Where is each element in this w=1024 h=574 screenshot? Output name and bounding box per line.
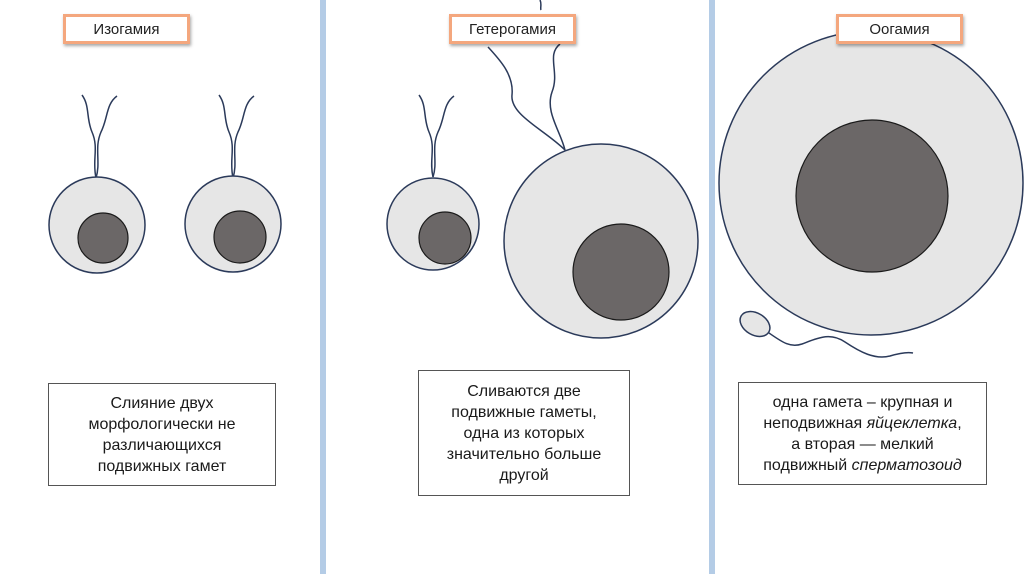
title-oogamy: Оогамия [836,14,963,44]
description-oogamy: одна гамета – крупная и неподвижная яйце… [738,382,987,485]
title-heterogamy: Гетерогамия [449,14,576,44]
flagellum [81,94,97,179]
egg-nucleus [795,119,949,273]
isogamy-gamete-left [48,94,146,274]
flagellum [95,95,118,179]
sperm-tail [768,332,914,358]
divider-right [709,0,715,574]
description-line: подвижных гамет [97,457,227,475]
title-oogamy-label: Оогамия [869,20,930,38]
sperm-head [739,310,771,338]
description-isogamy: Слияние двух морфологически не различающ… [48,383,276,486]
description-line: неподвижная яйцеклетка, [763,413,961,434]
title-heterogamy-label: Гетерогамия [469,20,556,38]
title-isogamy: Изогамия [63,14,190,44]
description-text: подвижный [763,456,852,474]
oogamy-sperm-cell [739,310,914,358]
flagellum [432,95,455,178]
flagellum [418,94,434,178]
description-line: значительно больше [446,445,602,463]
flagellum [487,46,566,151]
description-line: подвижный сперматозоид [763,455,961,476]
heterogamy-large-gamete [487,0,699,339]
heterogamy-small-gamete [386,94,480,271]
nucleus [572,223,670,321]
flagellum [218,94,234,179]
egg-cell-term: яйцеклетка [866,414,958,432]
nucleus [77,212,129,264]
description-line: различающихся [102,436,222,454]
description-text: , [957,414,962,432]
description-line: морфологически не [88,415,236,433]
description-line: одна гамета – крупная и [772,393,953,411]
oogamy-egg-cell [718,30,1024,336]
title-isogamy-label: Изогамия [93,20,160,38]
nucleus [213,210,267,264]
sperm-cell-term: сперматозоид [851,456,962,474]
description-line: одна из которых [463,424,585,442]
description-line: другой [499,466,549,484]
flagellum [549,43,566,151]
nucleus [418,211,472,265]
isogamy-gamete-right [184,94,282,273]
description-line: а вторая — мелкий [791,435,934,453]
description-line: Слияние двух [110,394,214,412]
description-line: Сливаются две [467,382,581,400]
description-line: подвижные гаметы, [451,403,597,421]
description-text: неподвижная [763,414,867,432]
description-heterogamy: Сливаются две подвижные гаметы, одна из … [418,370,630,496]
flagellum-tip [539,0,542,11]
flagellum [232,95,255,179]
divider-left [320,0,326,574]
